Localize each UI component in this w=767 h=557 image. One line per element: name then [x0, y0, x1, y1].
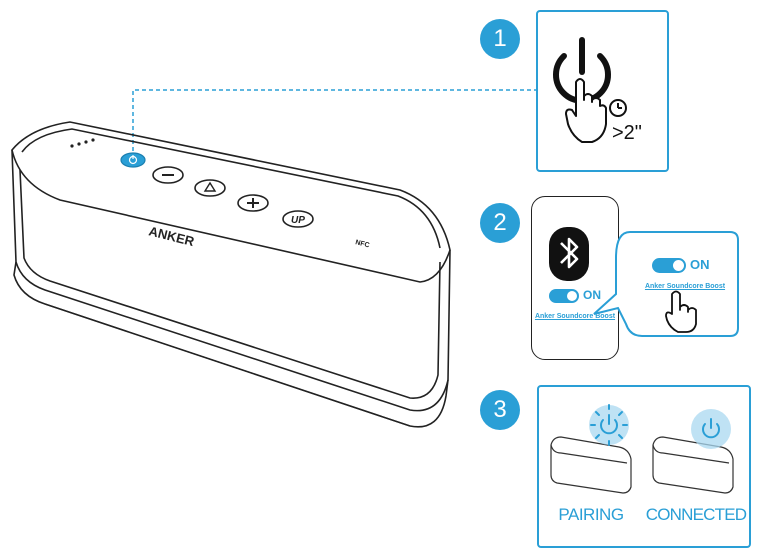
step-3-number: 3 [493, 396, 507, 423]
zoom-toggle-label: ON [690, 257, 710, 272]
speaker-play-pause-button[interactable] [194, 179, 226, 197]
connected-speaker [652, 436, 734, 494]
step-3-illustration [550, 404, 734, 494]
step-1-illustration [553, 37, 627, 143]
hand-press-icon [565, 78, 607, 143]
svg-text:UP: UP [291, 215, 305, 226]
speaker-minus-button[interactable] [152, 166, 184, 184]
zoom-device-name[interactable]: Anker Soundcore Boost [644, 283, 726, 290]
brand-logo: ANKER [147, 223, 196, 249]
connected-power-icon [702, 418, 720, 439]
hand-tap-icon [665, 290, 697, 333]
phone-illustration: ON Anker Soundcore Boost [531, 196, 619, 360]
phone-bluetooth-toggle[interactable] [549, 289, 579, 303]
step-3-badge: 3 [480, 390, 520, 430]
pairing-label: PAIRING [558, 505, 624, 524]
phone-device-name[interactable]: Anker Soundcore Boost [534, 313, 616, 320]
step-2-badge: 2 [480, 203, 520, 243]
pairing-power-icon [590, 404, 628, 446]
status-leds [70, 138, 95, 148]
speaker-plus-button[interactable] [237, 194, 269, 212]
clock-icon [609, 99, 627, 117]
step-3-panel: PAIRING CONNECTED [537, 385, 751, 548]
step-1-panel: >2" [536, 10, 669, 172]
connected-label: CONNECTED [645, 505, 747, 524]
bluetooth-icon [549, 227, 589, 281]
step-1-number: 1 [493, 25, 507, 52]
zoom-bubble [593, 231, 739, 337]
speaker-illustration [11, 121, 451, 428]
phone-toggle-label: ON [583, 288, 601, 302]
speaker-bass-up-button[interactable]: UP [282, 210, 314, 228]
nfc-label: NFC [355, 239, 371, 249]
zoom-bluetooth-toggle[interactable] [652, 258, 686, 273]
speaker-power-button[interactable] [120, 152, 146, 168]
hold-time-label: >2" [612, 122, 642, 144]
step-2-number: 2 [493, 209, 507, 236]
step-1-badge: 1 [480, 19, 520, 59]
pairing-speaker [550, 436, 632, 494]
